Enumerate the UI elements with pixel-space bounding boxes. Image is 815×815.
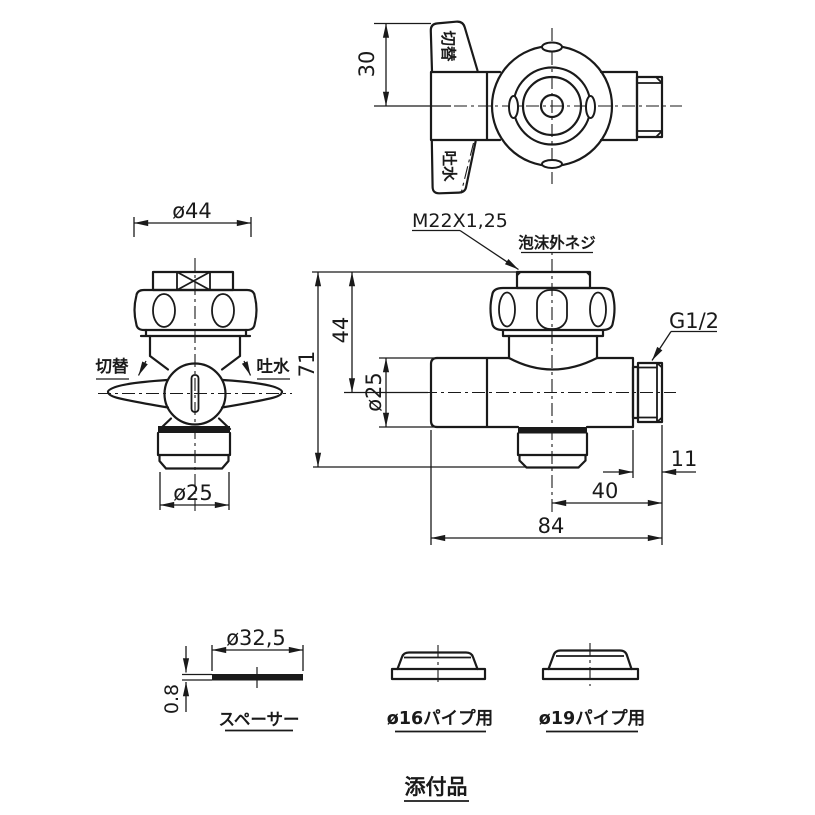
- side-view-ball-lever: [106, 362, 284, 426]
- dimension-dia25-front: ø25: [362, 357, 434, 428]
- accessories: ø32,5 0.8 スペーサー ø16パイプ用 ø19パイプ用: [161, 626, 645, 802]
- leader-m22: M22X1,25: [412, 210, 519, 271]
- dimension-dia44: ø44: [133, 199, 252, 237]
- dim-dia44-value: ø44: [172, 199, 212, 223]
- top-view-outlet-thread: [599, 70, 664, 142]
- dim-40-value: 40: [592, 479, 619, 503]
- side-thread-label: G1/2: [669, 309, 719, 333]
- top-thread-label: M22X1,25: [412, 210, 508, 232]
- top-view-knob: [490, 41, 614, 169]
- aerator-thread-label: 泡沫外ネジ: [518, 233, 596, 252]
- dim-30-value: 30: [355, 51, 379, 78]
- side-view-knob: [133, 270, 258, 371]
- dimension-71-44: 71 44: [295, 271, 527, 468]
- dimension-11-40-84: 11 40 84: [430, 425, 698, 545]
- dim-11-value: 11: [671, 447, 698, 471]
- front-view: M22X1,25 泡沫外ネジ G1/2 71 44 ø25: [295, 210, 719, 545]
- side-spout-label: 吐水: [257, 356, 291, 376]
- side-view-centerlines: [98, 258, 292, 512]
- label-aerator: 泡沫外ネジ: [518, 233, 596, 254]
- accessories-heading: 添付品: [404, 775, 469, 802]
- spacer-label: スペーサー: [218, 710, 299, 729]
- top-view-lever: 切替 吐水: [429, 20, 502, 195]
- side-view: ø44 切替 吐水: [96, 199, 292, 512]
- dim-44-value: 44: [329, 317, 353, 344]
- accessories-title: 添付品: [405, 775, 468, 799]
- dim-dia25-front-value: ø25: [362, 372, 386, 412]
- side-view-labels: 切替 吐水: [96, 356, 291, 380]
- front-view-knob: [489, 270, 616, 371]
- side-switch-label: 切替: [96, 356, 130, 376]
- top-view-centerlines: [430, 28, 682, 184]
- dimension-30: 30: [355, 22, 451, 107]
- spacer-dia-value: ø32,5: [226, 626, 286, 650]
- adapter-16: ø16パイプ用: [387, 645, 493, 733]
- adapter-19-label: ø19パイプ用: [539, 708, 645, 729]
- dim-71-value: 71: [295, 351, 319, 378]
- dim-84-value: 84: [538, 514, 565, 538]
- dim-dia25-side-value: ø25: [173, 481, 213, 505]
- top-lever-switch-label: 切替: [439, 30, 458, 62]
- front-view-outlet: [516, 427, 589, 469]
- top-view: 切替 吐水 30: [355, 20, 682, 195]
- adapter-16-label: ø16パイプ用: [387, 708, 493, 729]
- side-view-outlet: [156, 417, 232, 470]
- front-view-body: [429, 356, 664, 429]
- dimension-dia25-side: ø25: [159, 472, 230, 510]
- top-lever-spout-label: 吐水: [440, 150, 459, 182]
- leader-g12: G1/2: [651, 309, 719, 361]
- adapter-19: ø19パイプ用: [539, 643, 645, 733]
- spacer-thickness-value: 0.8: [161, 684, 183, 714]
- spacer: ø32,5 0.8 スペーサー: [161, 626, 304, 732]
